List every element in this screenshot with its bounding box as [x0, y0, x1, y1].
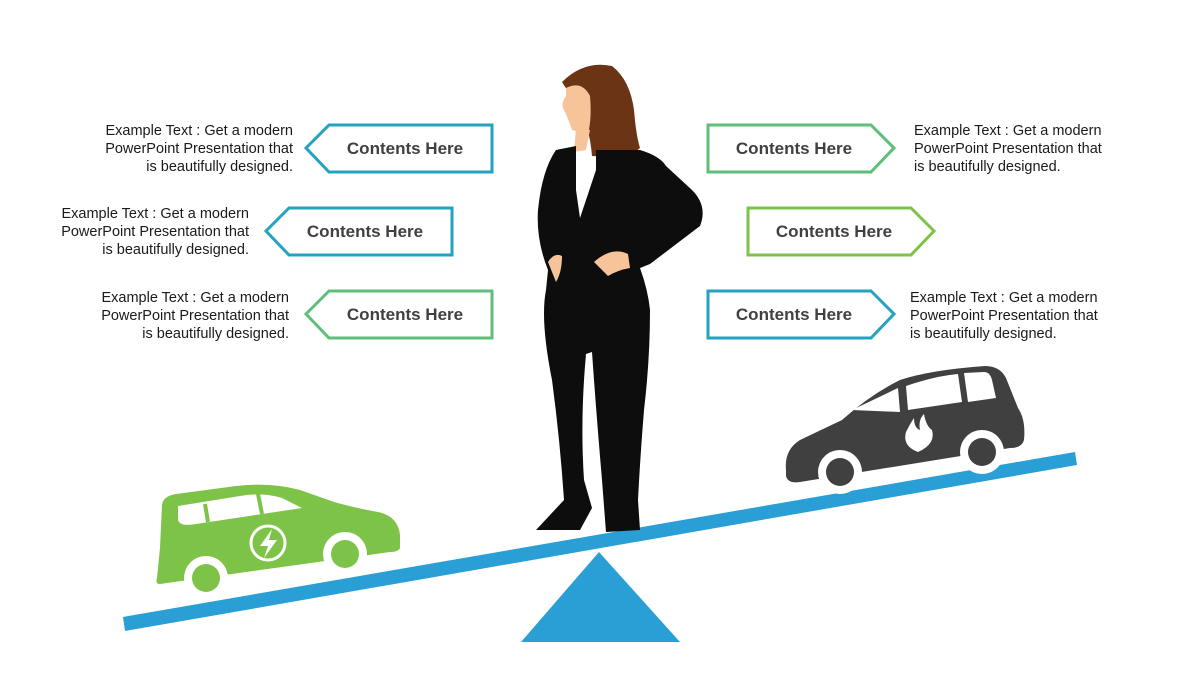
right-label-shape-1	[706, 123, 897, 174]
right-label-shape-3	[706, 289, 897, 340]
face	[562, 85, 591, 134]
electric-car-icon	[156, 484, 400, 600]
gas-car-icon	[785, 366, 1025, 494]
right-description-3: Example Text : Get a modern PowerPoint P…	[910, 290, 1098, 342]
left-label-shape-1	[303, 123, 494, 174]
right-label-3: Contents Here	[735, 304, 853, 324]
suit	[536, 146, 703, 532]
left-label-shape-3	[303, 289, 494, 340]
left-description-1: Example Text : Get a modern PowerPoint P…	[105, 123, 293, 175]
left-label-3: Contents Here	[346, 304, 464, 324]
flame-icon	[905, 414, 933, 452]
right-description-1: Example Text : Get a modern PowerPoint P…	[914, 123, 1102, 175]
lightning-icon	[249, 524, 287, 562]
left-description-3: Example Text : Get a modern PowerPoint P…	[101, 290, 289, 342]
right-label-shape-2	[746, 206, 937, 257]
seesaw-fulcrum	[521, 552, 680, 642]
left-label-shape-2	[263, 206, 454, 257]
left-label-2: Contents Here	[306, 221, 424, 241]
right-label-1: Contents Here	[735, 138, 853, 158]
seesaw-beam	[123, 452, 1077, 631]
hand-right	[594, 251, 630, 276]
left-description-2: Example Text : Get a modern PowerPoint P…	[61, 206, 249, 258]
right-label-2: Contents Here	[775, 221, 893, 241]
hand-left	[548, 254, 562, 282]
left-label-1: Contents Here	[346, 138, 464, 158]
businesswoman-silhouette	[536, 64, 703, 532]
